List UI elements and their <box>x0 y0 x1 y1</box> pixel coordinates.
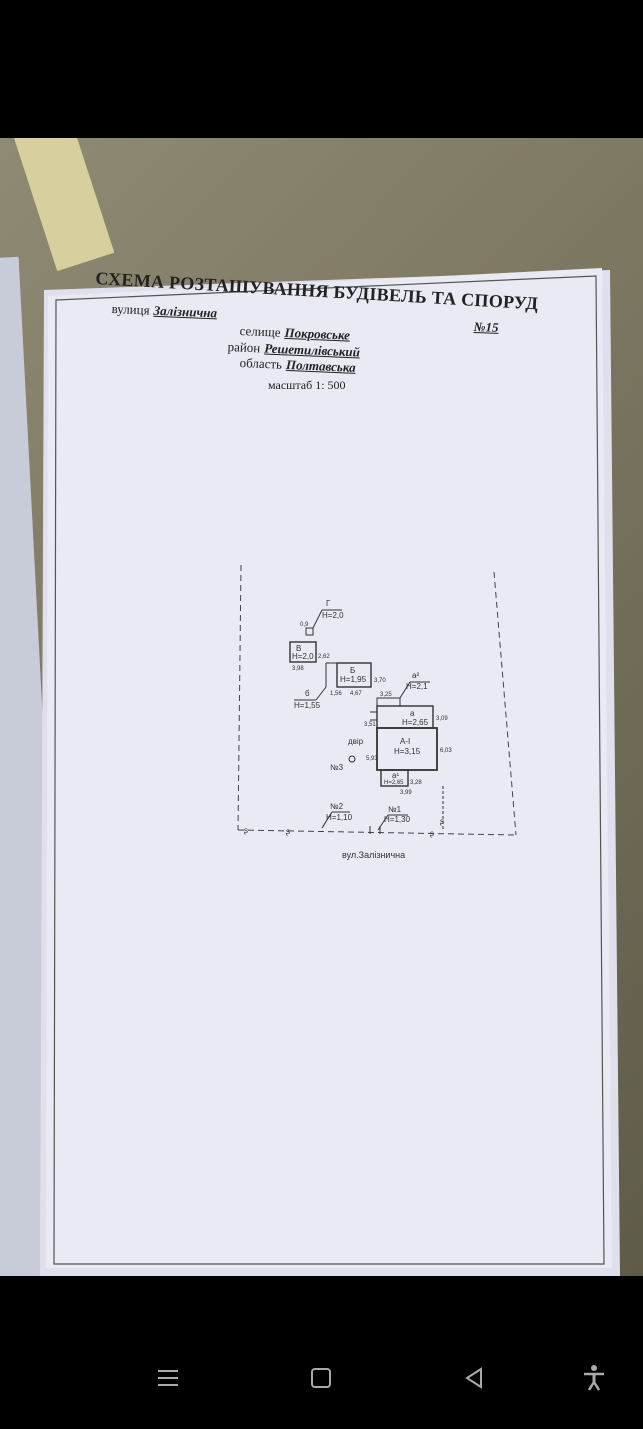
building-a1-small <box>380 769 409 787</box>
dim-3-70: 3,70 <box>374 678 386 684</box>
fence-mark-1: ʂ <box>244 826 248 835</box>
dim-4-67: 4,67 <box>350 691 362 697</box>
sheet-frame <box>53 275 605 1265</box>
label-a1-small: а¹ <box>392 771 399 780</box>
well-marker <box>348 755 356 763</box>
scale-label: масштаб 1: 500 <box>268 378 346 392</box>
gate-2-label: №2 <box>330 802 344 811</box>
back-icon[interactable] <box>458 1362 490 1394</box>
dim-3-25: 3,25 <box>380 692 392 698</box>
label-a: а <box>410 709 415 718</box>
label-a1-small-height: Н=2,65 <box>384 780 404 786</box>
home-icon[interactable] <box>305 1362 337 1394</box>
label-g: Г <box>326 599 331 608</box>
yard-number: №3 <box>330 763 344 772</box>
label-v: В <box>296 644 301 653</box>
label-b-small: б <box>305 689 310 698</box>
street-name-label: вул.Залізнична <box>342 850 405 860</box>
label-v-height: Н=2,0 <box>292 652 314 661</box>
fence-mark-3: ʂ <box>430 829 434 838</box>
label-a1: А-І <box>400 737 410 746</box>
dim-2-62: 2,62 <box>318 654 330 660</box>
sheet-surface <box>46 268 612 1268</box>
gate-2-height: Н=1,10 <box>326 813 353 822</box>
dim-5-93: 5,93 <box>366 756 378 762</box>
building-v <box>289 641 317 663</box>
building-g <box>305 627 314 636</box>
building-a2 <box>376 697 401 707</box>
yard-label: двір <box>348 737 364 746</box>
dim-0-9: 0,9 <box>300 622 309 628</box>
leader-g <box>312 609 323 629</box>
street-line <box>237 829 517 836</box>
label-a2-height: Н=2,1 <box>406 682 428 691</box>
label-a1-height: Н=3,15 <box>394 747 421 756</box>
accessibility-icon[interactable] <box>578 1362 610 1394</box>
label-b: Б <box>350 666 355 675</box>
label-a-height: Н=2,65 <box>402 718 429 727</box>
dim-3-51: 3,51 <box>364 722 376 728</box>
menu-icon[interactable] <box>152 1362 184 1394</box>
dim-3-09: 3,09 <box>436 716 448 722</box>
gate-1-label: №1 <box>388 805 402 814</box>
label-g-height: Н=2,0 <box>322 611 344 620</box>
building-b <box>336 662 372 688</box>
boundary-left <box>237 564 242 831</box>
fence-mark-4: ʂ <box>440 817 444 826</box>
label-a2: а² <box>412 671 419 680</box>
label-b-small-height: Н=1,55 <box>294 701 321 710</box>
dim-3-98: 3,98 <box>292 666 304 672</box>
dim-1-56: 1,56 <box>330 691 342 697</box>
gate-1-height: Н=1,30 <box>384 815 411 824</box>
dim-3-28: 3,28 <box>410 780 422 786</box>
fence-mark-2: ʂ <box>286 827 290 836</box>
boundary-right <box>493 571 517 836</box>
android-nav-bar <box>0 1350 643 1429</box>
label-b-height: Н=1,95 <box>340 675 367 684</box>
dim-6-03: 6,03 <box>440 748 452 754</box>
dim-3-99: 3,99 <box>400 790 412 796</box>
